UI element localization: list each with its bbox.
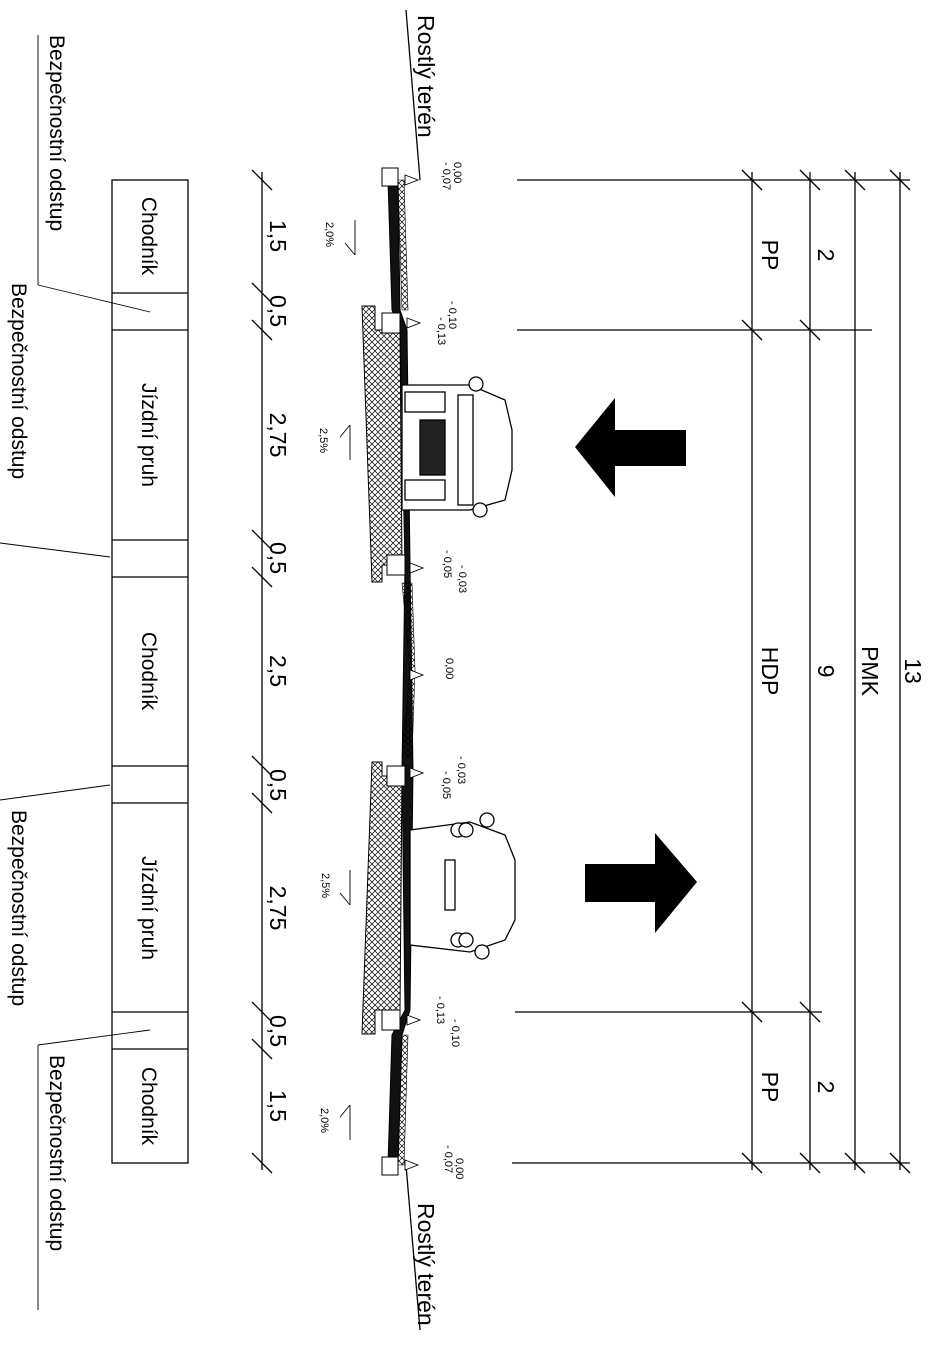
car-lower xyxy=(409,812,516,960)
zone-label-sidewalk-2: Chodník xyxy=(137,632,160,711)
height-5b: - 0,05 xyxy=(440,771,452,799)
width-label-8: 0,5 xyxy=(265,1015,291,1047)
label-dim-9: 9 xyxy=(813,665,839,678)
height-4: 0,00 xyxy=(443,658,455,679)
terrain-line-top xyxy=(405,9,421,181)
height-1a: 0,00 xyxy=(451,162,463,183)
label-pp-bottom: PP xyxy=(757,1072,783,1103)
direction-arrows xyxy=(575,398,697,933)
height-1b: - 0,07 xyxy=(440,162,452,190)
safety-label-4: Bezpečnostní odstup xyxy=(45,1055,68,1251)
safety-label-1: Bezpečnostní odstup xyxy=(45,35,68,231)
width-label-9: 1,5 xyxy=(265,1090,291,1122)
width-label-3: 2,75 xyxy=(265,413,291,458)
road-section xyxy=(361,9,516,1331)
width-label-5: 2,5 xyxy=(265,655,291,687)
width-label-7: 2,75 xyxy=(265,886,291,931)
label-hdp: HDP xyxy=(757,647,783,696)
slope-label-2: 2,5% xyxy=(317,428,329,453)
width-dimension-chain: 1,5 0,5 2,75 0,5 2,5 0,5 2,75 0,5 1,5 xyxy=(251,169,291,1174)
label-dim-2-bottom: 2 xyxy=(813,1081,839,1094)
height-3b: - 0,05 xyxy=(441,550,453,578)
width-label-6: 0,5 xyxy=(265,769,291,801)
height-7b: - 0,07 xyxy=(442,1145,454,1173)
width-label-4: 0,5 xyxy=(265,542,291,574)
arrow-down-icon xyxy=(585,833,697,933)
car-upper xyxy=(401,376,513,518)
height-6b: - 0,13 xyxy=(434,996,446,1024)
slope-label-4: 2,0% xyxy=(318,1108,330,1133)
slope-arrows: 2,0% 2,5% 2,5% 2,0% xyxy=(317,220,356,1140)
zone-label-lane-2: Jízdní pruh xyxy=(137,856,160,960)
terrain-line-bottom xyxy=(405,1164,421,1331)
safety-label-3: Bezpečnostní odstup xyxy=(7,810,30,1006)
width-label-1: 1,5 xyxy=(265,220,291,252)
height-2a: - 0,10 xyxy=(446,301,458,329)
safety-labels: Bezpečnostní odstup Bezpečnostní odstup … xyxy=(0,35,151,1310)
zone-table: Chodník Jízdní pruh Chodník Jízdní pruh … xyxy=(111,179,189,1164)
zone-label-sidewalk-1: Chodník xyxy=(137,197,160,276)
label-dim-2-top: 2 xyxy=(813,249,839,262)
label-pp-top: PP xyxy=(757,240,783,271)
height-3a: - 0,03 xyxy=(456,565,468,593)
label-pmk: PMK xyxy=(857,646,883,697)
height-5a: - 0,03 xyxy=(455,756,467,784)
height-markers: 0,00 - 0,07 - 0,10 - 0,13 - 0,03 - 0,05 … xyxy=(404,162,468,1179)
height-2b: - 0,13 xyxy=(435,317,447,345)
arrow-up-icon xyxy=(575,398,686,497)
height-6a: - 0,10 xyxy=(449,1019,461,1047)
slope-label-1: 2,0% xyxy=(323,222,335,247)
zone-label-lane-1: Jízdní pruh xyxy=(137,383,160,487)
width-label-2: 0,5 xyxy=(265,295,291,327)
zone-label-sidewalk-3: Chodník xyxy=(137,1067,160,1146)
safety-label-2: Bezpečnostní odstup xyxy=(7,283,30,479)
label-dim-13: 13 xyxy=(900,658,926,684)
height-7a: 0,00 xyxy=(453,1158,465,1179)
slope-label-3: 2,5% xyxy=(319,873,331,898)
terrain-label-bottom: Rostlý terén xyxy=(413,1203,439,1326)
profile-dimensions: PP HDP PP 2 9 2 PMK 13 xyxy=(512,169,926,1174)
terrain-label-top: Rostlý terén xyxy=(413,15,439,138)
